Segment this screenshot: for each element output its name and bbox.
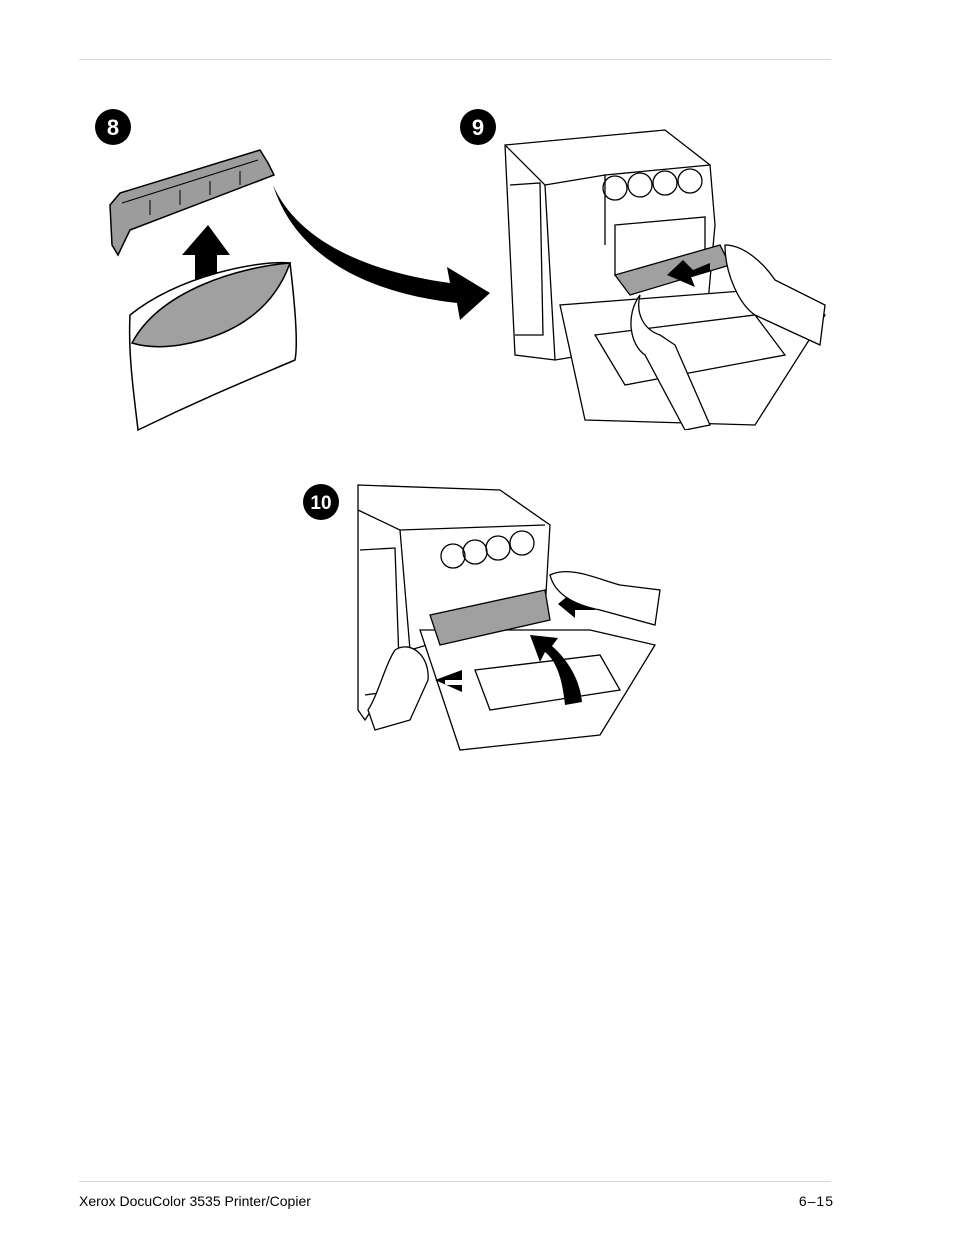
- step-9-badge: 9: [460, 109, 496, 145]
- step-9-number: 9: [472, 115, 484, 140]
- header-rule: [79, 59, 831, 60]
- step-10-number: 10: [310, 493, 331, 514]
- step-10-illustration: 10: [300, 480, 670, 760]
- step-9-illustration: 9: [455, 105, 835, 430]
- step-8-badge: 8: [95, 109, 131, 145]
- page-number: 6–15: [799, 1193, 834, 1209]
- waste-cartridge-icon: [110, 150, 274, 255]
- footer-title: Xerox DocuColor 3535 Printer/Copier: [79, 1193, 311, 1209]
- footer-rule: [79, 1181, 831, 1182]
- step-8-number: 8: [107, 115, 119, 140]
- step-10-badge: 10: [303, 484, 339, 520]
